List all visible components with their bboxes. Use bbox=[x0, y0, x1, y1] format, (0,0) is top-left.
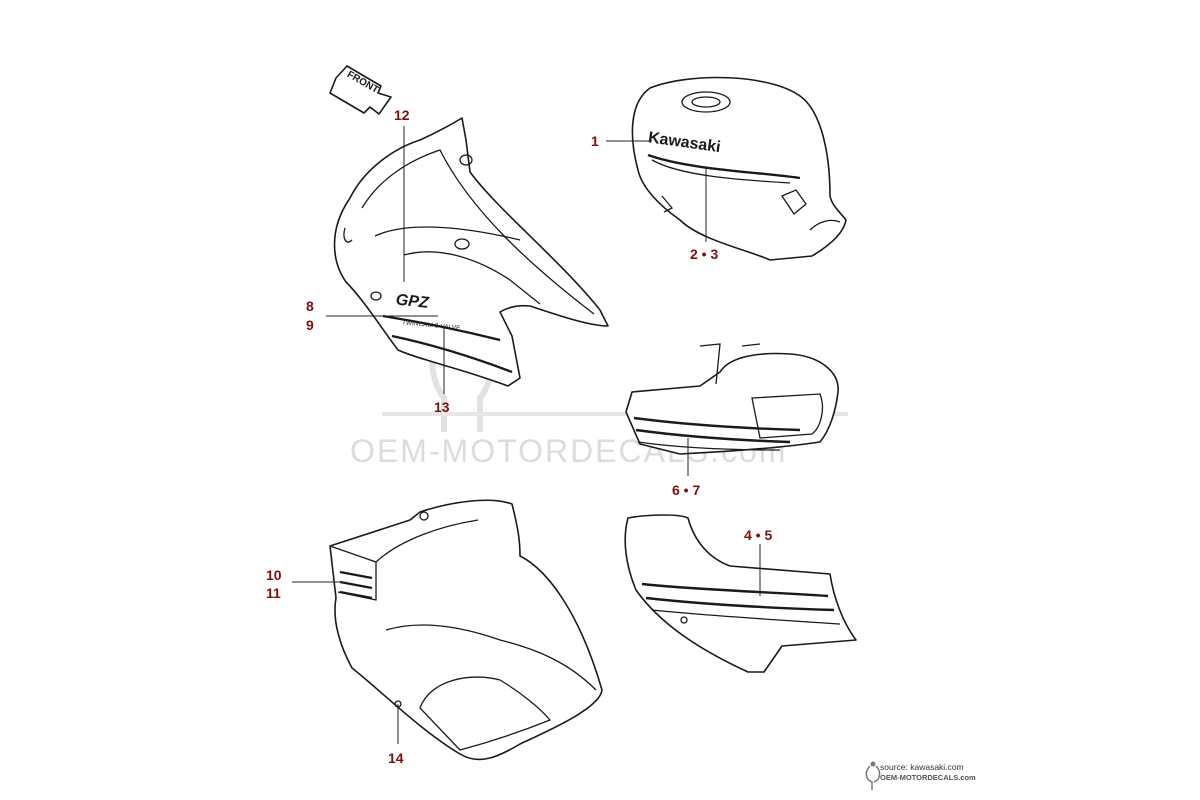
callout-14: 14 bbox=[388, 750, 404, 766]
callouts: 1 2 • 3 4 • 5 6 • 7 8 9 10 11 12 13 14 bbox=[266, 107, 772, 766]
lower-fairing bbox=[329, 499, 603, 761]
callout-10: 10 bbox=[266, 567, 282, 583]
callout-11: 11 bbox=[266, 585, 281, 601]
leader-lines bbox=[292, 126, 761, 744]
side-cover bbox=[624, 514, 857, 673]
callout-1: 1 bbox=[591, 133, 599, 149]
callout-9: 9 bbox=[306, 317, 314, 333]
callout-13: 13 bbox=[434, 399, 450, 415]
callout-2-3: 2 • 3 bbox=[690, 246, 718, 262]
tail-cowl bbox=[625, 343, 839, 455]
callout-6-7: 6 • 7 bbox=[672, 482, 700, 498]
motorcycle-logo-icon bbox=[865, 761, 881, 790]
fuel-tank: Kawasaki bbox=[631, 76, 847, 261]
upper-fairing: GPZ TWINCAM 8-VALVE bbox=[333, 117, 609, 387]
front-arrow-icon: FRONT bbox=[329, 65, 392, 115]
gpz-logo-text: GPZ bbox=[395, 292, 431, 312]
callout-12: 12 bbox=[394, 107, 410, 123]
source-line-1: source: kawasaki.com bbox=[880, 762, 964, 772]
source-credit: source: kawasaki.com OEM-MOTORDECALS.com bbox=[865, 761, 976, 790]
callout-4-5: 4 • 5 bbox=[744, 527, 772, 543]
source-line-2: OEM-MOTORDECALS.com bbox=[880, 773, 976, 782]
callout-8: 8 bbox=[306, 298, 314, 314]
